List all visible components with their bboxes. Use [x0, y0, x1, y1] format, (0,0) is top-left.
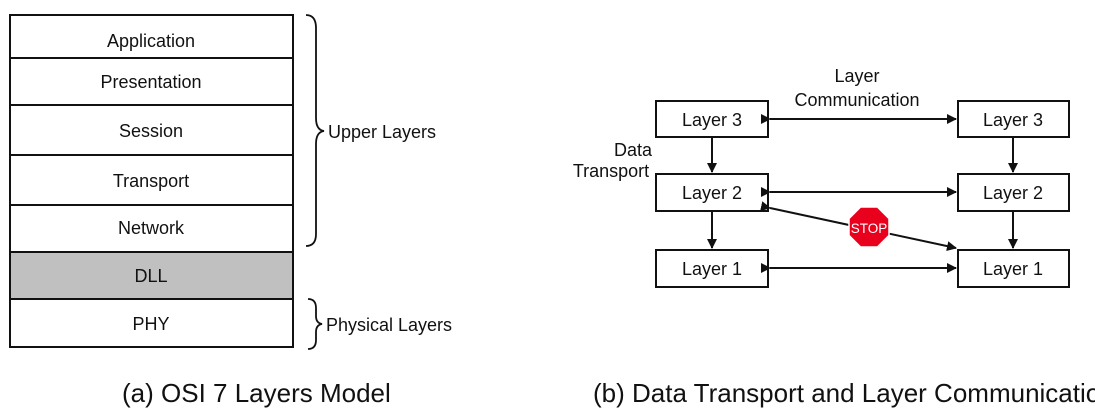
- stop-sign-icon: STOP: [848, 206, 890, 248]
- right-layer3-label: Layer 3: [983, 110, 1043, 130]
- osi-layer-presentation-label: Presentation: [100, 72, 201, 92]
- upper-layers-label: Upper Layers: [328, 122, 436, 142]
- physical-layers-brace: [307, 298, 323, 350]
- stop-sign-text: STOP: [851, 221, 888, 236]
- right-layer2-label: Layer 2: [983, 183, 1043, 203]
- transport-diagram: Layer 3 Layer 2 Layer 1 Layer 3 Layer 2 …: [573, 66, 1070, 288]
- left-layer3-label: Layer 3: [682, 110, 742, 130]
- caption-osi-model: (a) OSI 7 Layers Model: [122, 378, 391, 408]
- osi-stack: Application Presentation Session Transpo…: [9, 14, 294, 348]
- left-layer1-label: Layer 1: [682, 259, 742, 279]
- osi-layer-dll: [9, 251, 294, 300]
- right-layer3-box: [957, 100, 1070, 138]
- left-layer2-label: Layer 2: [682, 183, 742, 203]
- osi-layer-application-label: Application: [107, 31, 195, 51]
- osi-layer-dll-label: DLL: [134, 266, 167, 286]
- left-layer1-box: [655, 249, 769, 288]
- osi-layer-transport: [9, 154, 294, 206]
- stop-sign-octagon: [848, 206, 890, 248]
- data-transport-label-line1: Data: [614, 140, 653, 160]
- physical-layers-label: Physical Layers: [326, 315, 452, 335]
- caption-data-transport: (b) Data Transport and Layer Communicati…: [593, 378, 1095, 408]
- osi-layer-session-label: Session: [119, 121, 183, 141]
- osi-layer-presentation: [9, 57, 294, 106]
- osi-layer-application: [9, 14, 294, 59]
- right-layer2-box: [957, 173, 1070, 212]
- osi-layer-phy: [9, 298, 294, 348]
- data-transport-label-line2: Transport: [573, 161, 649, 181]
- right-layer1-box: [957, 249, 1070, 288]
- upper-layers-brace: [305, 14, 325, 247]
- right-layer1-label: Layer 1: [983, 259, 1043, 279]
- osi-layer-transport-label: Transport: [113, 171, 189, 191]
- layer-comm-label-line1: Layer: [834, 66, 879, 86]
- layer-comm-label-line2: Communication: [794, 90, 919, 110]
- osi-layer-phy-label: PHY: [132, 314, 169, 334]
- osi-layer-network-label: Network: [118, 218, 185, 238]
- left-layer3-box: [655, 100, 769, 138]
